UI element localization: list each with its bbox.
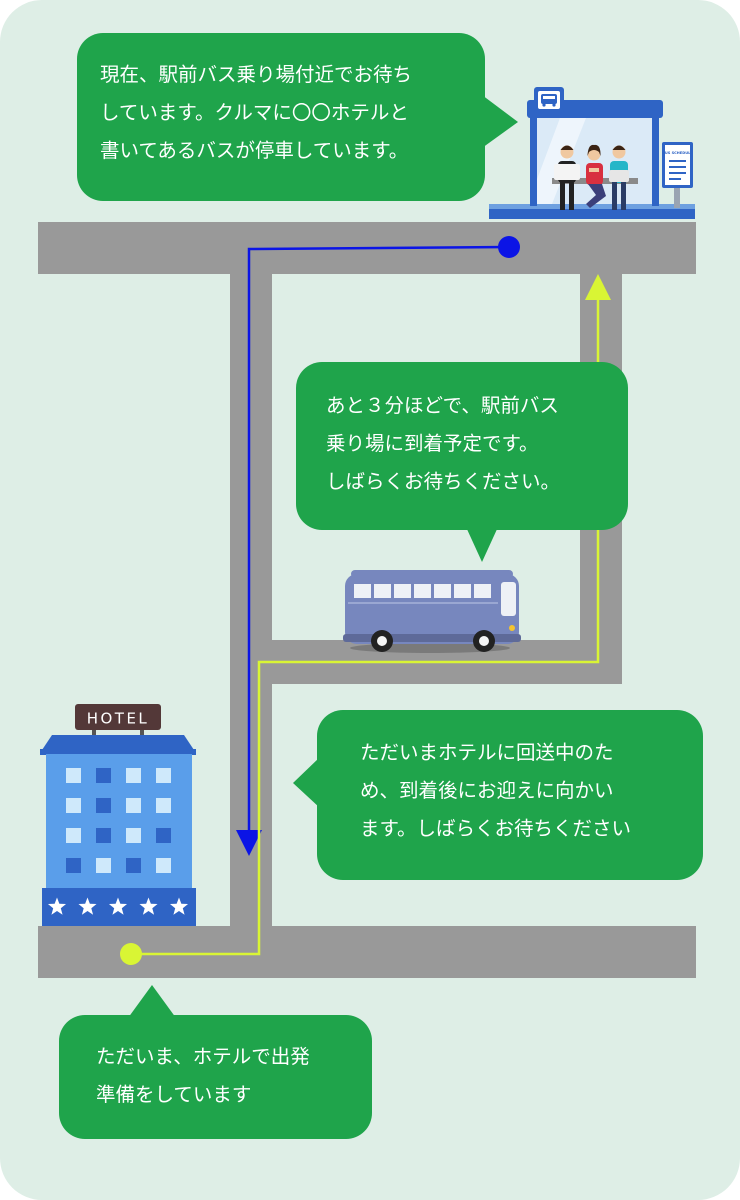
shelter-glass-reflection — [536, 118, 586, 204]
bus-schedule-board: BUS SCHEDULE — [662, 142, 693, 208]
road-bottom — [38, 926, 696, 978]
pickup-route-line — [247, 245, 510, 835]
hotel-roof-ledge — [40, 749, 196, 755]
pickup-route — [236, 236, 520, 856]
star-icon — [47, 897, 67, 915]
road-left-vertical — [230, 222, 272, 974]
bus-route-start-dot — [120, 943, 142, 965]
bus-route-line — [131, 300, 600, 956]
bubble-departing-line: ただいま、ホテルで出発 — [96, 1045, 310, 1068]
passenger-right — [609, 145, 629, 210]
bubble-waiting-tail — [482, 95, 518, 148]
hotel-roof — [42, 735, 194, 750]
bubble-returning-line: ます。しばらくお待ちください — [360, 817, 632, 840]
hotel-sign-label: HOTEL — [87, 710, 150, 728]
hotel-building: HOTEL — [40, 704, 196, 926]
bus-headlight — [509, 625, 515, 631]
bubble-returning-text: ただいまホテルに回送中のた め、到着後にお迎えに向かい ます。しばらくお待ちくだ… — [360, 734, 631, 848]
bubble-arriving-tail — [466, 527, 498, 562]
star-icon — [78, 897, 97, 915]
bus-route-arrowhead — [585, 274, 611, 300]
bus-stripe — [348, 602, 498, 604]
shelter-base — [489, 208, 695, 219]
bus-route — [120, 274, 611, 965]
bus-front-window — [501, 582, 516, 616]
bus-body — [345, 574, 519, 644]
bus — [343, 570, 521, 653]
bubble-arriving-text: あと３分ほどで、駅前バス 乗り場に到着予定です。 しばらくお待ちください。 — [326, 387, 560, 501]
bubble-arriving-line: あと３分ほどで、駅前バス — [326, 394, 559, 417]
star-icon — [139, 897, 158, 915]
bus-sign-icon — [541, 94, 557, 107]
hotel-sign-board — [75, 704, 161, 730]
bubble-waiting-box — [77, 33, 485, 201]
pickup-route-arrowhead — [236, 830, 262, 856]
bubble-waiting — [77, 33, 518, 201]
bus-roof — [351, 570, 513, 578]
pickup-route-start-dot — [498, 236, 520, 258]
bubble-arriving-line: しばらくお待ちください。 — [326, 470, 561, 493]
shelter-post-right — [652, 108, 659, 206]
bubble-waiting-text: 現在、駅前バス乗り場付近でお待ち しています。クルマに〇〇ホテルと 書いてあるバ… — [100, 56, 412, 170]
schedule-board-pole — [674, 186, 680, 208]
bus-stop-shelter — [489, 87, 695, 219]
bubble-departing — [59, 985, 372, 1139]
bubble-returning-line: め、到着後にお迎えに向かい — [360, 779, 614, 802]
hotel-sign-post-right — [140, 728, 144, 738]
passenger-left — [554, 145, 580, 210]
star-icon — [108, 897, 128, 915]
bubble-departing-line: 準備をしています — [96, 1083, 252, 1106]
bubble-arriving-box — [296, 362, 628, 530]
bubble-arriving-line: 乗り場に到着予定です。 — [326, 432, 539, 455]
bubble-waiting-line: 現在、駅前バス乗り場付近でお待ち — [100, 63, 413, 86]
hotel-windows — [66, 768, 171, 873]
bubble-departing-text: ただいま、ホテルで出発 準備をしています — [96, 1038, 310, 1114]
bubble-departing-box — [59, 1015, 372, 1139]
shelter-post-left — [530, 108, 537, 206]
bus-windows — [354, 584, 491, 598]
bubble-departing-tail — [128, 985, 176, 1018]
bubble-returning-box — [317, 710, 703, 880]
hotel-star-icons — [47, 897, 189, 915]
bubble-returning — [293, 710, 703, 880]
passenger-middle — [586, 144, 606, 208]
bubble-waiting-line: 書いてあるバスが停車しています。 — [100, 139, 409, 162]
star-icon — [169, 897, 189, 915]
bubble-waiting-line: しています。クルマに〇〇ホテルと — [100, 101, 409, 124]
bubble-returning-line: ただいまホテルに回送中のた — [360, 741, 614, 764]
hotel-sign-post-left — [92, 728, 96, 738]
schedule-board-title: BUS SCHEDULE — [662, 151, 693, 155]
bubble-returning-tail — [293, 757, 320, 808]
bubble-arriving — [296, 362, 628, 562]
